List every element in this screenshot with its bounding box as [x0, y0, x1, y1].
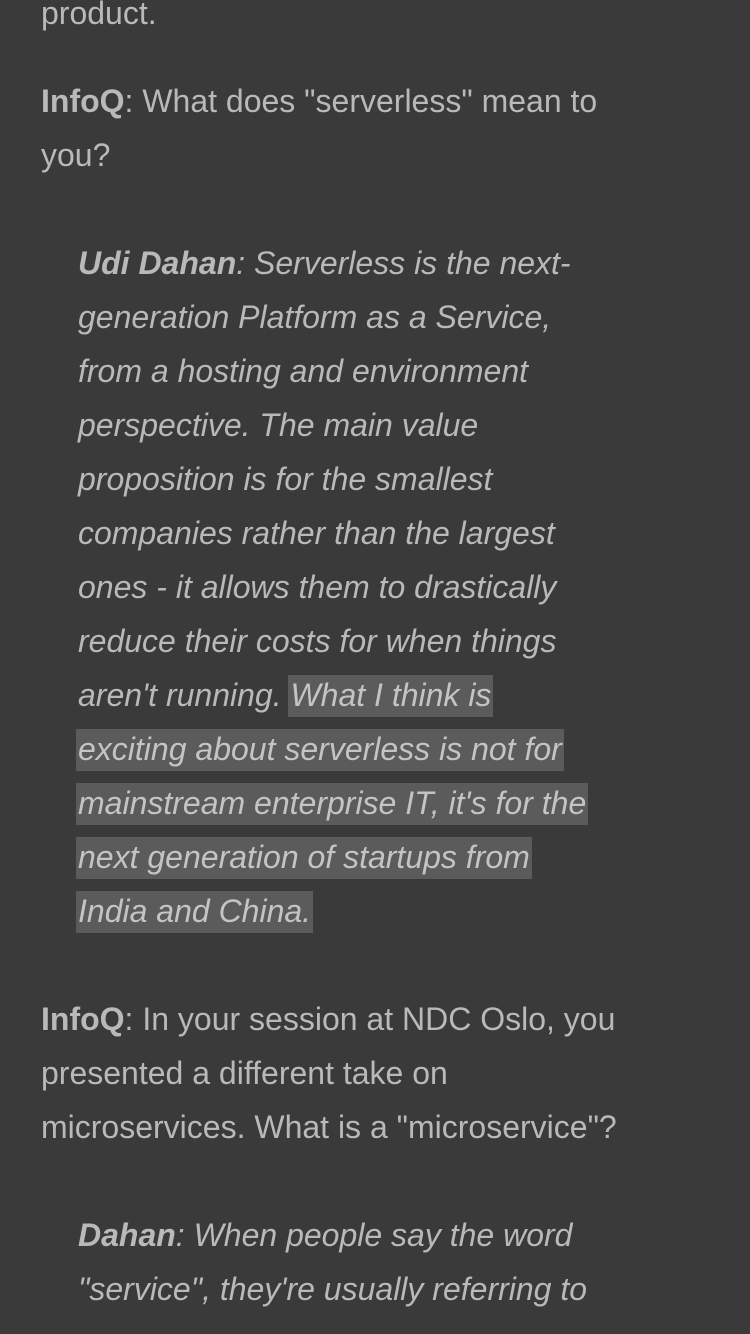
- question-text: What does "serverless" mean to: [142, 83, 598, 119]
- question-line: you?: [41, 137, 111, 173]
- answer-line: exciting about serverless is not for: [76, 722, 564, 776]
- answer-text: Serverless is the next-: [254, 245, 571, 281]
- answer-line: Dahan: When people say the word: [78, 1217, 573, 1253]
- answer-line: generation Platform as a Service,: [78, 299, 552, 335]
- question-line: InfoQ: In your session at NDC Oslo, you: [41, 1001, 616, 1037]
- answer-line: proposition is for the smallest: [78, 461, 493, 497]
- highlighted-text[interactable]: What I think is: [288, 675, 494, 717]
- question-line: microservices. What is a "microservice"?: [41, 1109, 617, 1145]
- answer-line: reduce their costs for when things: [78, 623, 557, 659]
- highlighted-text[interactable]: next generation of startups from: [76, 837, 532, 879]
- speaker-label: Dahan: [78, 1217, 176, 1253]
- highlighted-text[interactable]: India and China.: [76, 891, 314, 933]
- speaker-label: InfoQ: [41, 83, 125, 119]
- article-text-fragment: product.: [41, 0, 157, 31]
- answer-line: mainstream enterprise IT, it's for the: [76, 776, 589, 830]
- question-line: InfoQ: What does "serverless" mean to: [41, 83, 598, 119]
- answer-line: perspective. The main value: [78, 407, 479, 443]
- question-line: presented a different take on: [41, 1055, 448, 1091]
- answer-line: India and China.: [76, 884, 314, 938]
- answer-line: companies rather than the largest: [78, 515, 555, 551]
- answer-text: aren't running.: [78, 677, 282, 713]
- answer-line: next generation of startups from: [76, 830, 532, 884]
- answer-line: ones - it allows them to drastically: [78, 569, 557, 605]
- highlighted-text[interactable]: exciting about serverless is not for: [76, 729, 564, 771]
- question-text: In your session at NDC Oslo, you: [142, 1001, 616, 1037]
- answer-line: aren't running. What I think is: [78, 668, 494, 722]
- highlighted-text[interactable]: mainstream enterprise IT, it's for the: [76, 783, 589, 825]
- answer-line: from a hosting and environment: [78, 353, 529, 389]
- answer-text: When people say the word: [193, 1217, 573, 1253]
- answer-line: "service", they're usually referring to: [78, 1271, 588, 1307]
- speaker-label: Udi Dahan: [78, 245, 237, 281]
- answer-line: Udi Dahan: Serverless is the next-: [78, 245, 571, 281]
- speaker-label: InfoQ: [41, 1001, 125, 1037]
